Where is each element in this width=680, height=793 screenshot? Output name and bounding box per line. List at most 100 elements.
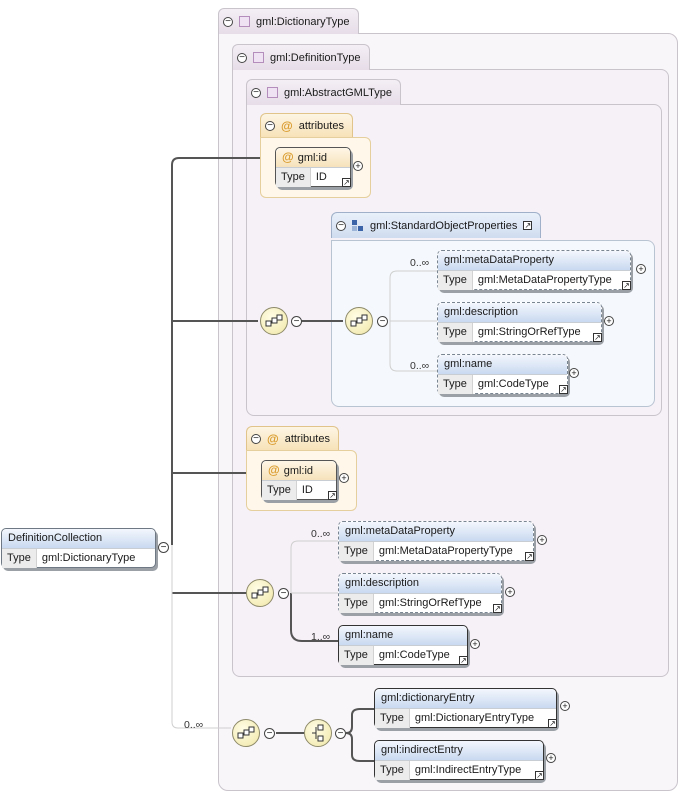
dictionary-type-label: gml:DictionaryType xyxy=(256,15,350,28)
element-name: gml:name xyxy=(438,355,567,374)
type-key: Type xyxy=(438,323,473,342)
element-name: gml:description xyxy=(339,574,501,593)
standard-object-properties-label: gml:StandardObjectProperties xyxy=(370,219,518,232)
collapse-icon[interactable]: − xyxy=(335,728,346,739)
collapse-icon[interactable]: − xyxy=(278,588,289,599)
type-link-icon[interactable]: ↗ xyxy=(459,656,468,665)
abstract-gml-type-label: gml:AbstractGMLType xyxy=(284,86,392,99)
type-value: gml:StringOrRefType xyxy=(378,597,482,609)
attributes-tab-inner[interactable]: − @ attributes xyxy=(260,113,353,137)
sequence-compositor-icon[interactable] xyxy=(260,307,288,335)
expand-icon[interactable]: + xyxy=(353,161,363,171)
type-link-icon[interactable]: ↗ xyxy=(622,281,631,290)
expand-icon[interactable]: + xyxy=(560,701,570,711)
type-value: gml:IndirectEntryType xyxy=(414,764,522,776)
type-key: Type xyxy=(339,542,374,561)
type-value: gml:MetaDataPropertyType xyxy=(477,274,612,286)
group-icon xyxy=(352,219,364,232)
root-element-definitioncollection[interactable]: DefinitionCollection Type gml:DictionaryT… xyxy=(1,528,156,568)
collapse-icon[interactable]: − xyxy=(336,220,346,231)
cardinality-label: 0..∞ xyxy=(410,360,430,372)
attribute-gml-id-inner[interactable]: @gml:id Type ID ↗ xyxy=(275,147,351,187)
collapse-icon[interactable]: − xyxy=(264,728,275,739)
collapse-icon[interactable]: − xyxy=(223,16,233,27)
standard-object-properties-tab[interactable]: − gml:StandardObjectProperties ↗ xyxy=(331,212,542,238)
attribute-icon: @ xyxy=(281,118,293,133)
element-name: gml:dictionaryEntry xyxy=(375,689,556,708)
root-element-name: DefinitionCollection xyxy=(2,529,155,548)
cardinality-label: 0..∞ xyxy=(410,257,430,269)
expand-icon[interactable]: + xyxy=(546,753,556,763)
sequence-compositor-icon[interactable] xyxy=(232,719,260,747)
element-name: gml:indirectEntry xyxy=(375,741,543,760)
type-link-icon[interactable]: ↗ xyxy=(548,719,557,728)
attributes-tab-outer[interactable]: − @ attributes xyxy=(246,426,339,450)
choice-compositor-icon[interactable] xyxy=(304,719,332,747)
sequence-compositor-icon[interactable] xyxy=(345,307,373,335)
dictionary-type-tab[interactable]: − gml:DictionaryType xyxy=(218,8,359,34)
type-key: Type xyxy=(339,594,374,613)
type-key: Type xyxy=(2,549,37,568)
type-key: Type xyxy=(339,646,374,665)
type-key: Type xyxy=(438,375,473,394)
element-metadataproperty-outer[interactable]: gml:metaDataProperty Type gml:MetaDataPro… xyxy=(338,521,534,561)
complex-type-icon xyxy=(239,16,250,27)
type-value: ID xyxy=(315,171,327,183)
expand-icon[interactable]: + xyxy=(339,473,349,483)
attribute-icon: @ xyxy=(267,431,279,446)
cardinality-label: 0..∞ xyxy=(184,719,204,731)
attributes-label: attributes xyxy=(298,119,344,132)
element-metadataproperty-inner[interactable]: gml:metaDataProperty Type gml:MetaDataPro… xyxy=(437,250,631,290)
type-link-icon[interactable]: ↗ xyxy=(593,333,602,342)
cardinality-label: 1..∞ xyxy=(311,631,331,643)
collapse-icon[interactable]: − xyxy=(377,316,388,327)
type-value: gml:MetaDataPropertyType xyxy=(378,545,513,557)
type-key: Type xyxy=(438,271,473,290)
complex-type-icon xyxy=(267,87,278,98)
expand-icon[interactable]: + xyxy=(636,264,646,274)
type-link-icon[interactable]: ↗ xyxy=(328,491,337,500)
collapse-icon[interactable]: − xyxy=(291,316,302,327)
attributes-label: attributes xyxy=(284,432,330,445)
type-key: Type xyxy=(262,481,297,500)
expand-icon[interactable]: + xyxy=(505,587,515,597)
element-name: gml:metaDataProperty xyxy=(339,522,533,541)
type-link-icon[interactable]: ↗ xyxy=(535,771,544,780)
collapse-icon[interactable]: − xyxy=(265,120,275,131)
type-link-icon[interactable]: ↗ xyxy=(493,604,502,613)
expand-icon[interactable]: + xyxy=(537,535,547,545)
collapse-icon[interactable]: − xyxy=(251,433,261,444)
sequence-compositor-icon[interactable] xyxy=(246,579,274,607)
complex-type-icon xyxy=(253,52,264,63)
type-link-icon[interactable]: ↗ xyxy=(342,178,351,187)
element-name: gml:metaDataProperty xyxy=(438,251,630,270)
collapse-icon[interactable]: − xyxy=(251,87,261,98)
element-name: gml:name xyxy=(339,626,467,645)
definition-type-tab[interactable]: − gml:DefinitionType xyxy=(232,44,370,70)
attribute-icon: @ xyxy=(268,463,280,477)
attribute-name: gml:id xyxy=(297,152,328,164)
type-key: Type xyxy=(276,168,311,187)
expand-icon[interactable]: + xyxy=(604,316,614,326)
collapse-icon[interactable]: − xyxy=(237,52,247,63)
expand-icon[interactable]: + xyxy=(569,368,579,378)
type-link-icon[interactable]: ↗ xyxy=(523,221,533,230)
type-link-icon[interactable]: ↗ xyxy=(559,385,568,394)
definition-type-label: gml:DefinitionType xyxy=(270,51,361,64)
abstract-gml-type-tab[interactable]: − gml:AbstractGMLType xyxy=(246,79,401,105)
type-value: gml:DictionaryEntryType xyxy=(414,712,535,724)
attribute-icon: @ xyxy=(282,150,294,164)
type-link-icon[interactable]: ↗ xyxy=(525,552,534,561)
collapse-icon[interactable]: − xyxy=(158,542,169,553)
attribute-name: gml:id xyxy=(283,465,314,477)
expand-icon[interactable]: + xyxy=(470,639,480,649)
type-value: gml:DictionaryType xyxy=(41,552,136,564)
